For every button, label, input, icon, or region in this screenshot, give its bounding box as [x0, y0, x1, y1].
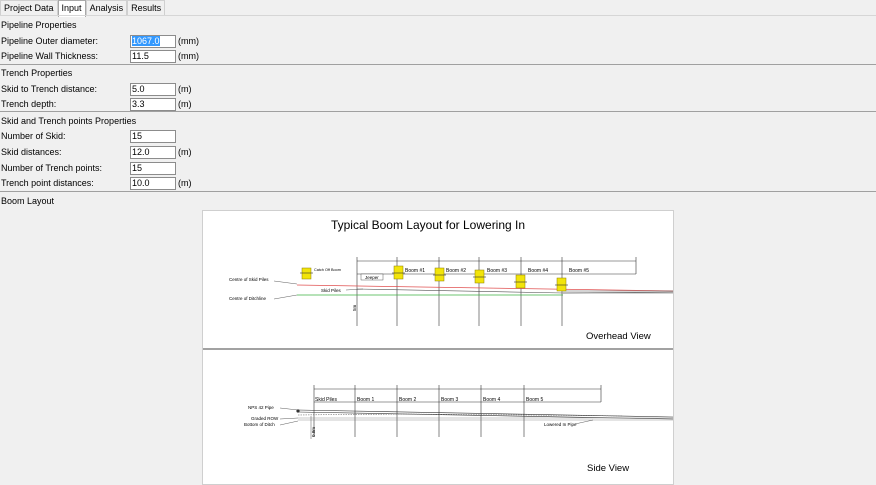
overhead-view-caption: Overhead View — [586, 331, 651, 342]
pipeline-properties-heading: Pipeline Properties — [1, 20, 77, 30]
nps-42-pipe-label: NPS 42 Pipe — [248, 405, 274, 410]
number-of-skid-field[interactable]: 15 — [130, 130, 176, 143]
section-divider — [0, 64, 876, 65]
trench-properties-heading: Trench Properties — [1, 68, 73, 78]
tab-input[interactable]: Input — [57, 0, 86, 17]
skid-trench-distance-label: Skid to Trench distance: — [1, 84, 98, 94]
boom-layout-svg: Typical Boom Layout for Lowering In Boom… — [203, 218, 673, 474]
tab-project-data[interactable]: Project Data — [0, 0, 58, 16]
trench-depth-label: Trench depth: — [1, 99, 57, 109]
bottom-of-ditch-label: Bottom of Ditch — [244, 422, 275, 427]
side-skid-piles-label: Skid Piles — [315, 397, 337, 403]
trench-depth-unit: (m) — [178, 99, 192, 109]
jeeper-label: Jeeper — [365, 275, 379, 280]
overhead-5m-label: 5m — [352, 304, 357, 311]
tab-strip-border — [0, 15, 876, 16]
wall-thickness-label: Pipeline Wall Thickness: — [1, 51, 99, 61]
lowered-in-pipe-label: Lowered In Pipe — [544, 422, 577, 427]
section-divider — [0, 191, 876, 192]
section-divider — [0, 111, 876, 112]
centre-ditchline-label: Centre of Ditchline — [229, 296, 267, 301]
tab-results[interactable]: Results — [127, 0, 166, 16]
number-of-trench-points-label: Number of Trench points: — [1, 163, 103, 173]
boom-layout-heading: Boom Layout — [1, 196, 55, 206]
overhead-boom-3-label: Boom #3 — [487, 268, 507, 274]
side-view: Skid Piles Boom 1 Boom 2 Boom 3 Boom 4 B… — [244, 385, 673, 474]
overhead-boom-5-label: Boom #5 — [569, 268, 589, 274]
trench-point-distances-unit: (m) — [178, 178, 192, 188]
overhead-boom-1-label: Boom #1 — [405, 268, 425, 274]
number-of-trench-points-field[interactable]: 15 — [130, 162, 176, 175]
skid-distances-label: Skid distances: — [1, 147, 62, 157]
centre-skid-piles-label: Centre of Skid Piles — [229, 277, 269, 282]
side-boom-5-label: Boom 5 — [526, 397, 543, 403]
skid-trench-distance-field[interactable]: 5.0 — [130, 83, 176, 96]
outer-diameter-label: Pipeline Outer diameter: — [1, 36, 99, 46]
outer-diameter-value: 1067.0 — [132, 36, 160, 46]
skid-trench-distance-unit: (m) — [178, 84, 192, 94]
boom-layout-diagram: Typical Boom Layout for Lowering In Boom… — [202, 210, 674, 485]
trench-point-distances-field[interactable]: 10.0 — [130, 177, 176, 190]
catch-off-boom-label: Catch Off Boom — [314, 268, 341, 272]
outer-diameter-unit: (mm) — [178, 36, 199, 46]
overhead-view: Boom #1 Boom #2 Boom #3 Boom #4 Boom #5 … — [229, 257, 673, 342]
side-boom-3-label: Boom 3 — [441, 397, 458, 403]
trench-point-distances-label: Trench point distances: — [1, 178, 94, 188]
wall-thickness-unit: (mm) — [178, 51, 199, 61]
trench-depth-field[interactable]: 3.3 — [130, 98, 176, 111]
side-view-caption: Side View — [587, 463, 629, 474]
tab-bar: Project Data Input Analysis Results — [0, 0, 166, 17]
side-boom-2-label: Boom 2 — [399, 397, 416, 403]
tab-analysis[interactable]: Analysis — [85, 0, 128, 16]
diagram-title: Typical Boom Layout for Lowering In — [331, 218, 525, 232]
skid-distances-field[interactable]: 12.0 — [130, 146, 176, 159]
outer-diameter-field[interactable]: 1067.0 — [130, 35, 176, 48]
side-boom-1-label: Boom 1 — [357, 397, 374, 403]
skid-distances-unit: (m) — [178, 147, 192, 157]
wall-thickness-field[interactable]: 11.5 — [130, 50, 176, 63]
overhead-boom-2-label: Boom #2 — [446, 268, 466, 274]
number-of-skid-label: Number of Skid: — [1, 131, 66, 141]
graded-row-label: Graded ROW — [251, 416, 279, 421]
skid-piles-overhead-label: Skid Piles — [321, 288, 342, 293]
side-08m-label: 0.8m — [311, 427, 316, 437]
side-boom-4-label: Boom 4 — [483, 397, 500, 403]
overhead-boom-4-label: Boom #4 — [528, 268, 548, 274]
skid-trench-points-heading: Skid and Trench points Properties — [1, 116, 137, 126]
